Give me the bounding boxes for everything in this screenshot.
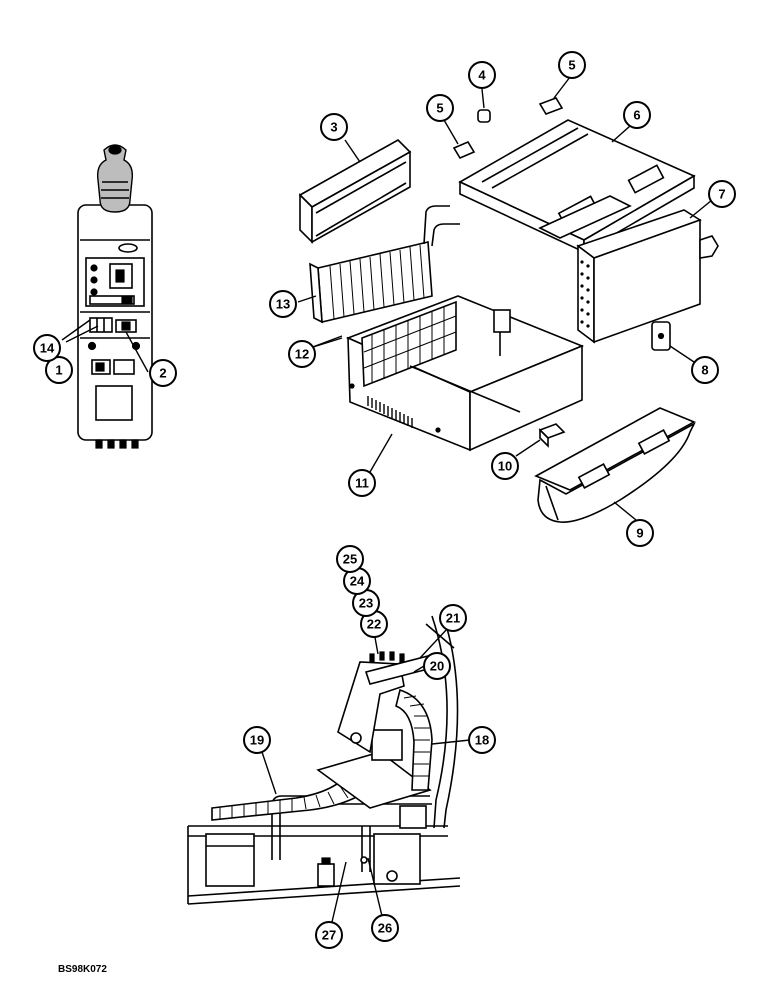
callout-11: 11 <box>348 469 376 497</box>
callout-5a: 5 <box>426 94 454 122</box>
cab-floor-assembly <box>187 615 461 905</box>
callout-4: 4 <box>468 61 496 89</box>
svg-text:12: 12 <box>295 347 309 362</box>
svg-text:25: 25 <box>343 552 357 567</box>
callout-3: 3 <box>320 113 348 141</box>
callout-14: 14 <box>33 334 61 362</box>
small-part-4 <box>477 109 491 123</box>
heater-core <box>309 205 460 324</box>
blower-unit <box>576 209 719 344</box>
svg-text:11: 11 <box>355 476 369 491</box>
svg-text:23: 23 <box>359 596 373 611</box>
callout-24: 24 <box>343 567 371 595</box>
callout-27: 27 <box>315 921 343 949</box>
svg-text:20: 20 <box>430 659 444 674</box>
svg-text:19: 19 <box>250 733 264 748</box>
svg-text:5: 5 <box>436 101 443 116</box>
callout-8: 8 <box>691 356 719 384</box>
svg-text:13: 13 <box>276 297 290 312</box>
svg-text:26: 26 <box>378 921 392 936</box>
small-part-5b <box>538 97 564 115</box>
svg-text:14: 14 <box>40 341 55 356</box>
callout-7: 7 <box>708 180 736 208</box>
svg-text:8: 8 <box>701 363 708 378</box>
joystick-console <box>77 144 153 449</box>
svg-text:24: 24 <box>350 574 365 589</box>
svg-text:10: 10 <box>498 459 512 474</box>
callout-10: 10 <box>491 452 519 480</box>
svg-text:2: 2 <box>159 366 166 381</box>
svg-text:7: 7 <box>718 187 725 202</box>
small-part-5a <box>452 140 476 160</box>
drain-pan <box>534 407 696 523</box>
svg-text:1: 1 <box>55 363 62 378</box>
relay-part <box>651 321 671 351</box>
svg-text:5: 5 <box>568 58 575 73</box>
callout-21: 21 <box>439 604 467 632</box>
clip-part <box>538 423 566 448</box>
callout-19: 19 <box>243 726 271 754</box>
svg-text:21: 21 <box>446 611 460 626</box>
callout-23: 23 <box>352 589 380 617</box>
housing-box <box>345 295 585 452</box>
callout-2: 2 <box>149 359 177 387</box>
callout-13: 13 <box>269 290 297 318</box>
callout-25: 25 <box>336 545 364 573</box>
svg-text:9: 9 <box>636 526 643 541</box>
figure-code: BS98K072 <box>58 964 107 975</box>
callout-6: 6 <box>623 101 651 129</box>
callout-5b: 5 <box>558 51 586 79</box>
callout-20: 20 <box>423 652 451 680</box>
callout-12: 12 <box>288 340 316 368</box>
svg-text:3: 3 <box>330 120 337 135</box>
svg-text:4: 4 <box>478 68 486 83</box>
callout-9: 9 <box>626 519 654 547</box>
callout-26: 26 <box>371 914 399 942</box>
svg-text:27: 27 <box>322 928 336 943</box>
svg-text:18: 18 <box>475 733 489 748</box>
callout-22: 22 <box>360 610 388 638</box>
svg-text:6: 6 <box>633 108 640 123</box>
filter-panel <box>298 139 412 244</box>
svg-text:22: 22 <box>367 617 381 632</box>
callout-18: 18 <box>468 726 496 754</box>
callout-1: 1 <box>45 356 73 384</box>
